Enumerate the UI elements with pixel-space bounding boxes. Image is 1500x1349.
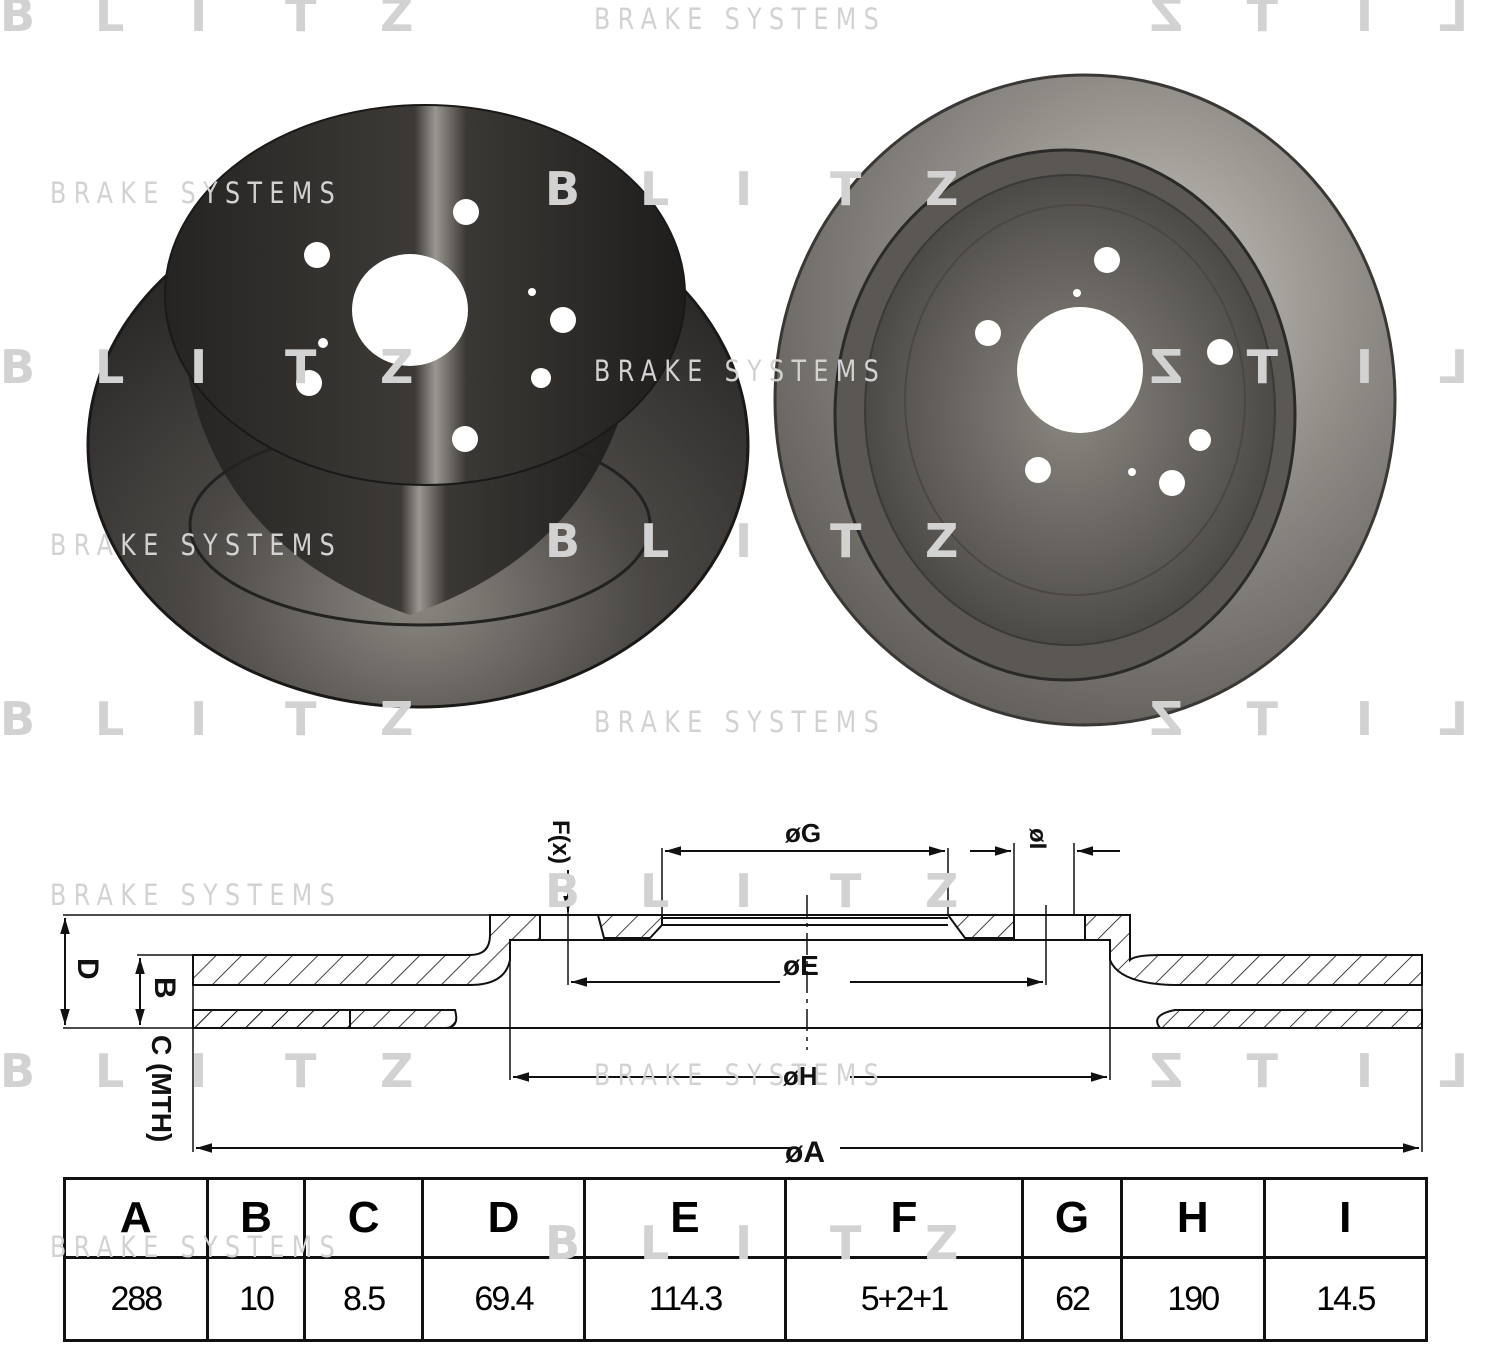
spec-table-header-row: A B C D E F G H I <box>63 1177 1429 1259</box>
label-h: øH <box>783 1061 818 1091</box>
value-i: 14.5 <box>1262 1256 1429 1342</box>
watermark-blitz-top-right: BL I T Z <box>1088 0 1500 42</box>
wm-letter: T <box>285 0 317 42</box>
value-a: 288 <box>63 1256 209 1342</box>
label-d: D <box>71 958 104 980</box>
watermark-tagline-mirrored: BRAKE SYSTEMS <box>1491 176 1500 210</box>
header-g: G <box>1021 1177 1123 1259</box>
spec-table: A B C D E F G H I 288 10 8.5 69.4 114.3 … <box>63 1177 1429 1342</box>
value-g: 62 <box>1021 1256 1123 1342</box>
watermark-tagline: BRAKE SYSTEMS <box>594 2 887 36</box>
label-f: F(x) <box>547 820 574 864</box>
label-e: øE <box>783 950 819 981</box>
header-i: I <box>1262 1177 1429 1259</box>
watermark-tagline-mirrored: BRAKE SYSTEMS <box>1491 528 1500 562</box>
value-b: 10 <box>205 1256 307 1342</box>
label-i: øI <box>1024 828 1051 849</box>
center-bore <box>1017 307 1143 433</box>
wm-letter: B <box>1468 0 1500 42</box>
wm-letter: Z <box>1149 0 1183 42</box>
wm-letter: T <box>1246 0 1278 42</box>
header-e: E <box>583 1177 787 1259</box>
wm-letter: Z <box>380 0 414 42</box>
label-g: øG <box>785 818 821 848</box>
header-d: D <box>420 1177 587 1259</box>
watermark-tagline-mirrored: BRAKE SYSTEMS <box>1491 1230 1500 1264</box>
center-bore <box>352 254 468 366</box>
wm-letter: B <box>1468 340 1500 394</box>
wm-letter: B <box>1468 692 1500 746</box>
header-h: H <box>1119 1177 1266 1259</box>
value-e: 114.3 <box>583 1256 787 1342</box>
header-f: F <box>783 1177 1025 1259</box>
label-b: B <box>148 977 181 999</box>
wm-letter: B <box>0 0 36 42</box>
brake-disc-back-photo <box>773 73 1397 727</box>
value-f: 5+2+1 <box>783 1256 1025 1342</box>
header-c: C <box>303 1177 424 1259</box>
wm-letter: I <box>1355 0 1373 42</box>
wm-letter: L <box>1438 0 1468 42</box>
wm-letter: L <box>95 0 125 42</box>
header-a: A <box>63 1177 209 1259</box>
header-b: B <box>205 1177 307 1259</box>
spec-table-values-row: 288 10 8.5 69.4 114.3 5+2+1 62 190 14.5 <box>63 1256 1429 1342</box>
label-a: øA <box>785 1136 825 1169</box>
value-c: 8.5 <box>303 1256 424 1342</box>
brake-disc-front-photo <box>86 104 750 709</box>
value-h: 190 <box>1119 1256 1266 1342</box>
label-c-mth: C (MTH) <box>146 1035 177 1142</box>
value-d: 69.4 <box>420 1256 587 1342</box>
wm-letter: I <box>190 0 208 42</box>
cross-section-drawing: øG øE øH øA øI F(x) D B C (MTH) <box>60 818 1423 1169</box>
